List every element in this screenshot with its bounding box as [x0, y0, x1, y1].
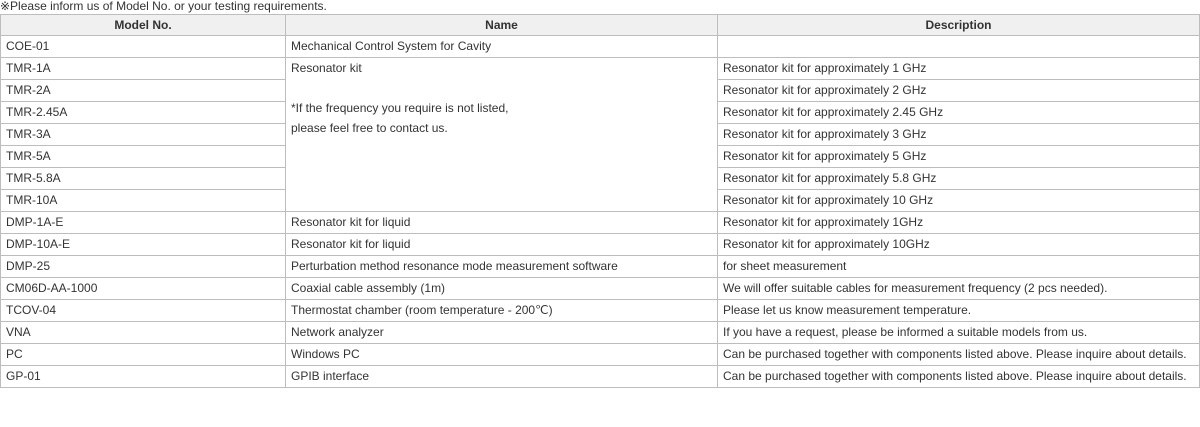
- name-cell: Mechanical Control System for Cavity: [285, 35, 718, 58]
- table-row: DMP-25 Perturbation method resonance mod…: [0, 255, 1200, 278]
- table-row: CM06D-AA-1000 Coaxial cable assembly (1m…: [0, 277, 1200, 300]
- header-name: Name: [285, 14, 718, 36]
- model-cell: VNA: [0, 321, 286, 344]
- model-cell: COE-01: [0, 35, 286, 58]
- model-cell: DMP-1A-E: [0, 211, 286, 234]
- model-cell: TMR-5.8A: [0, 167, 286, 190]
- table-row: COE-01 Mechanical Control System for Cav…: [0, 35, 1200, 58]
- header-description: Description: [717, 14, 1200, 36]
- description-cell: If you have a request, please be informe…: [717, 321, 1200, 344]
- name-cell: Perturbation method resonance mode measu…: [285, 255, 718, 278]
- tmr-group-note-line2: please feel free to contact us.: [291, 121, 448, 135]
- table-row: TMR-5.8A Resonator kit for approximately…: [0, 167, 1200, 190]
- name-cell: Thermostat chamber (room temperature - 2…: [285, 299, 718, 322]
- model-cell: DMP-25: [0, 255, 286, 278]
- model-cell: TMR-2A: [0, 79, 286, 102]
- table-row: DMP-10A-E Resonator kit for liquid Reson…: [0, 233, 1200, 256]
- table-row: TMR-3A Resonator kit for approximately 3…: [0, 123, 1200, 146]
- model-cell: TMR-1A: [0, 57, 286, 80]
- description-cell: for sheet measurement: [717, 255, 1200, 278]
- tmr-group-name: Resonator kit: [291, 61, 362, 75]
- table-row: TCOV-04 Thermostat chamber (room tempera…: [0, 299, 1200, 322]
- model-cell: TMR-5A: [0, 145, 286, 168]
- description-cell: Can be purchased together with component…: [717, 365, 1200, 388]
- table-row: VNA Network analyzer If you have a reque…: [0, 321, 1200, 344]
- model-cell: TCOV-04: [0, 299, 286, 322]
- table-row: DMP-1A-E Resonator kit for liquid Resona…: [0, 211, 1200, 234]
- name-cell: GPIB interface: [285, 365, 718, 388]
- description-cell: Resonator kit for approximately 2.45 GHz: [717, 101, 1200, 124]
- tmr-group-name-cell: Resonator kit *If the frequency you requ…: [285, 57, 718, 212]
- name-cell: Resonator kit for liquid: [285, 211, 718, 234]
- tmr-group-note-line1: *If the frequency you require is not lis…: [291, 101, 509, 115]
- description-cell: We will offer suitable cables for measur…: [717, 277, 1200, 300]
- description-cell: Resonator kit for approximately 2 GHz: [717, 79, 1200, 102]
- description-cell: [717, 35, 1200, 58]
- description-cell: Resonator kit for approximately 5 GHz: [717, 145, 1200, 168]
- model-cell: TMR-2.45A: [0, 101, 286, 124]
- description-cell: Can be purchased together with component…: [717, 343, 1200, 366]
- description-cell: Resonator kit for approximately 1GHz: [717, 211, 1200, 234]
- name-cell: Resonator kit for liquid: [285, 233, 718, 256]
- model-cell: TMR-3A: [0, 123, 286, 146]
- name-cell: Coaxial cable assembly (1m): [285, 277, 718, 300]
- requirements-note: ※Please inform us of Model No. or your t…: [0, 0, 327, 13]
- model-cell: TMR-10A: [0, 189, 286, 212]
- model-cell: GP-01: [0, 365, 286, 388]
- header-model-no: Model No.: [0, 14, 286, 36]
- description-cell: Please let us know measurement temperatu…: [717, 299, 1200, 322]
- model-cell: DMP-10A-E: [0, 233, 286, 256]
- description-cell: Resonator kit for approximately 5.8 GHz: [717, 167, 1200, 190]
- model-cell: CM06D-AA-1000: [0, 277, 286, 300]
- table-row: GP-01 GPIB interface Can be purchased to…: [0, 365, 1200, 388]
- description-cell: Resonator kit for approximately 10GHz: [717, 233, 1200, 256]
- table-row: TMR-1A Resonator kit *If the frequency y…: [0, 57, 1200, 212]
- table-row: PC Windows PC Can be purchased together …: [0, 343, 1200, 366]
- name-cell: Network analyzer: [285, 321, 718, 344]
- model-cell: PC: [0, 343, 286, 366]
- name-cell: Windows PC: [285, 343, 718, 366]
- description-cell: Resonator kit for approximately 1 GHz: [717, 57, 1200, 80]
- description-cell: Resonator kit for approximately 10 GHz: [717, 189, 1200, 212]
- product-table: Model No. Name Description COE-01 Mechan…: [0, 14, 1200, 388]
- description-cell: Resonator kit for approximately 3 GHz: [717, 123, 1200, 146]
- table-header-row: Model No. Name Description: [0, 14, 1200, 36]
